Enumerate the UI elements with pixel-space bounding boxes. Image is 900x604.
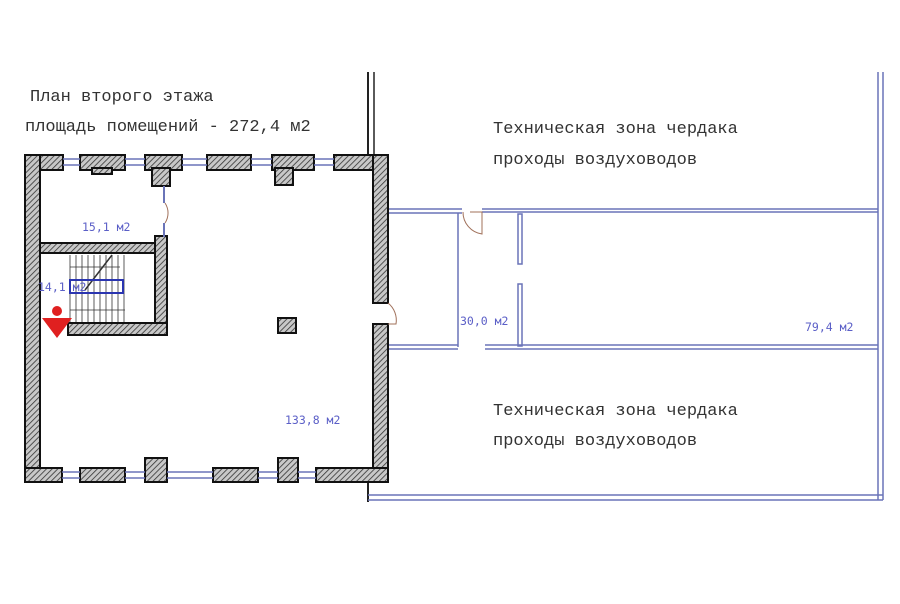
attic-outline xyxy=(367,72,884,502)
area-room-small: 15,1 м2 xyxy=(82,220,130,234)
zone-bottom-line2: проходы воздуховодов xyxy=(493,432,697,451)
area-hall: 133,8 м2 xyxy=(285,413,340,427)
zone-top-line2: проходы воздуховодов xyxy=(493,151,697,170)
zone-bottom-line1: Техническая зона чердака xyxy=(493,402,738,421)
interior-walls xyxy=(39,235,297,336)
exterior-walls xyxy=(24,154,389,483)
staircase xyxy=(69,254,125,322)
plan-title: План второго этажа xyxy=(30,88,214,107)
door-swing-icon xyxy=(387,302,397,325)
door-swing-icon xyxy=(164,202,169,224)
door-swing-icon xyxy=(462,211,483,235)
plan-subtitle: площадь помещений - 272,4 м2 xyxy=(25,118,311,137)
area-stair: 14,1 м2 xyxy=(38,280,86,294)
stair-landing xyxy=(69,279,124,294)
area-corridor: 30,0 м2 xyxy=(460,314,508,328)
area-attic-room: 79,4 м2 xyxy=(805,320,853,334)
windows xyxy=(62,158,334,479)
zone-top-line1: Техническая зона чердака xyxy=(493,120,738,139)
exit-marker-icon xyxy=(42,306,72,338)
